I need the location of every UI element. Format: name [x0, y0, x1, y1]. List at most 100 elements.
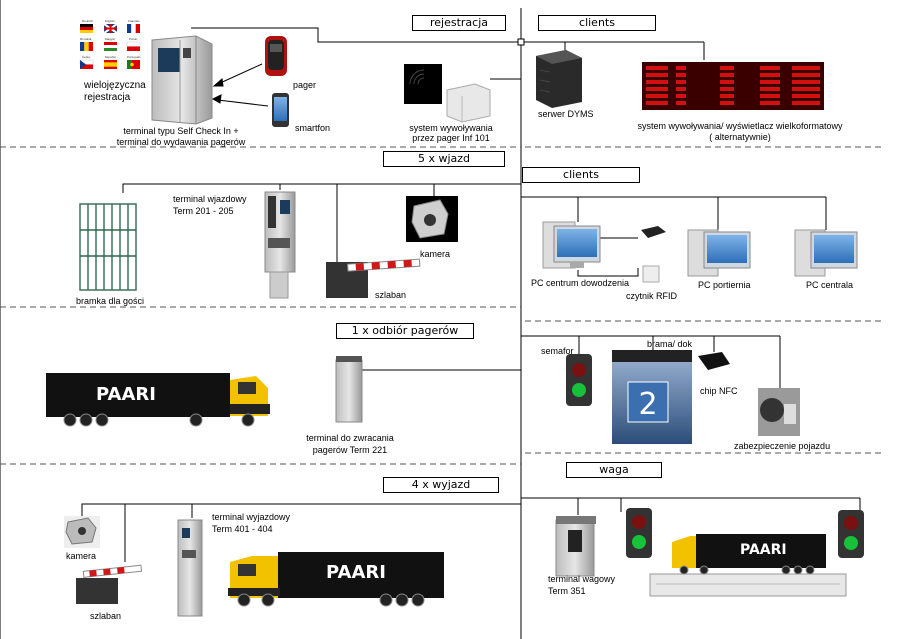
- flag-label: Magyar: [105, 37, 115, 41]
- flag-label: Česky: [82, 54, 91, 59]
- led-segment: [792, 101, 820, 105]
- led-segment: [676, 73, 686, 77]
- return-terminal-label-2: pagerów Term 221: [312, 445, 388, 455]
- turnstile-image: [79, 203, 137, 291]
- flag-label: Deutsch: [82, 19, 93, 23]
- led-segment: [792, 87, 820, 91]
- registration-connections: [191, 27, 705, 80]
- led-segment: [646, 101, 668, 105]
- semaphore-label: semafor: [541, 346, 574, 356]
- truck-logo: PAARI: [326, 562, 386, 583]
- scale-terminal-image: [555, 516, 596, 577]
- vehicle-lock-image: [758, 388, 800, 436]
- multilingual-label-1: wielojęzyczna: [84, 80, 146, 91]
- smartphone-label: smartfon: [295, 123, 331, 133]
- led-segment: [676, 94, 686, 98]
- led-segment: [792, 73, 820, 77]
- self-terminal-label-2: terminal do wydawania pagerów: [116, 137, 246, 147]
- led-segment: [720, 66, 734, 70]
- truck-exit-image: [228, 552, 444, 607]
- led-segment: [646, 87, 668, 91]
- pc-central-image: [794, 229, 858, 277]
- barrier-image: [326, 258, 421, 298]
- pc-command-image: [542, 221, 601, 269]
- entry-terminal-label-1: terminal wjazdowy: [173, 194, 247, 204]
- exit-connections: [81, 497, 861, 562]
- exit-camera-image: [64, 516, 100, 548]
- led-segment: [646, 66, 668, 70]
- flag-label: Português: [127, 55, 141, 59]
- header-wjazd: 5 x wjazd: [383, 151, 505, 167]
- display-label-1: system wywoływania/ wyświetlacz wielkofo…: [637, 121, 843, 131]
- vehicle-lock-label: zabezpieczenie pojazdu: [734, 441, 831, 451]
- header-waga: waga: [566, 462, 662, 478]
- pc-gate-label: PC portiernia: [698, 280, 751, 290]
- exit-terminal-image: [177, 519, 203, 617]
- dock-number: 2: [638, 387, 657, 422]
- language-flags: [79, 23, 141, 69]
- led-segment: [676, 101, 686, 105]
- flag-label: Français: [128, 19, 140, 23]
- semaphore-image: [566, 354, 592, 406]
- call-system-label-2: przez pager Inf 101: [412, 133, 490, 143]
- call-system-label-1: system wywoływania: [409, 123, 493, 133]
- truck-scale-image: [672, 534, 826, 575]
- flag-label: Polski: [129, 37, 137, 41]
- led-segment: [792, 94, 820, 98]
- flag-label: Español: [105, 55, 116, 59]
- led-segment: [720, 80, 734, 84]
- multilingual-label-2: rejestracja: [84, 92, 131, 103]
- led-segment: [760, 73, 780, 77]
- return-terminal-image: [335, 356, 363, 423]
- led-segment: [792, 66, 820, 70]
- camera-image: [406, 196, 458, 242]
- turnstile-label: bramka dla gości: [76, 296, 145, 306]
- self-check-in-terminal-image: [151, 35, 213, 125]
- exit-barrier-label: szlaban: [90, 611, 122, 621]
- nfc-chip-image: [698, 352, 730, 370]
- header-wyjazd: 4 x wyjazd: [383, 477, 499, 493]
- led-segment: [646, 73, 668, 77]
- smartphone-image: [272, 93, 289, 127]
- display-label-2: ( alternatywnie): [709, 132, 771, 142]
- entry-terminal-label-2: Term 201 - 205: [173, 206, 234, 216]
- exit-terminal-label-2: Term 401 - 404: [212, 524, 273, 534]
- flag-label: Română: [80, 37, 92, 41]
- led-segment: [646, 94, 668, 98]
- led-segment: [676, 87, 686, 91]
- truck-logo: PAARI: [96, 384, 156, 405]
- gate-dock-label: brama/ dok: [647, 339, 693, 349]
- pc-gate-image: [687, 229, 751, 277]
- header-rejestracja: rejestracja: [412, 15, 506, 31]
- led-segment: [760, 87, 780, 91]
- header-odbior: 1 x odbiór pagerów: [336, 323, 474, 339]
- scale-terminal-label-1: terminal wagowy: [548, 574, 616, 584]
- exit-barrier-image: [76, 564, 143, 604]
- flag-labels: Deutsch English Français Română Magyar P…: [80, 19, 141, 59]
- truck-logo: PAARI: [740, 542, 787, 558]
- led-segment: [760, 80, 780, 84]
- server-image: [536, 50, 582, 108]
- rfid-label: czytnik RFID: [626, 291, 678, 301]
- flag-label: English: [105, 19, 115, 23]
- led-segment: [720, 101, 734, 105]
- pager-label: pager: [293, 80, 317, 90]
- scale-terminal-label-2: Term 351: [548, 586, 586, 596]
- return-terminal-label-1: terminal do zwracania: [306, 433, 394, 443]
- scale-semaphore-right-image: [838, 510, 864, 558]
- led-segment: [646, 80, 668, 84]
- led-segment: [792, 80, 820, 84]
- entry-terminal-image: [264, 191, 296, 299]
- server-label: serwer DYMS: [538, 109, 594, 119]
- scale-semaphore-left-image: [626, 508, 652, 558]
- nfc-reader-desk: [641, 226, 666, 283]
- header-clients-mid: clients: [522, 167, 640, 183]
- led-segment: [720, 94, 734, 98]
- truck-pickup-image: [46, 373, 270, 427]
- entry-connections: [122, 183, 827, 277]
- exit-terminal-label-1: terminal wyjazdowy: [212, 512, 291, 522]
- arrows: [211, 63, 269, 107]
- led-segment: [720, 87, 734, 91]
- led-segment: [760, 94, 780, 98]
